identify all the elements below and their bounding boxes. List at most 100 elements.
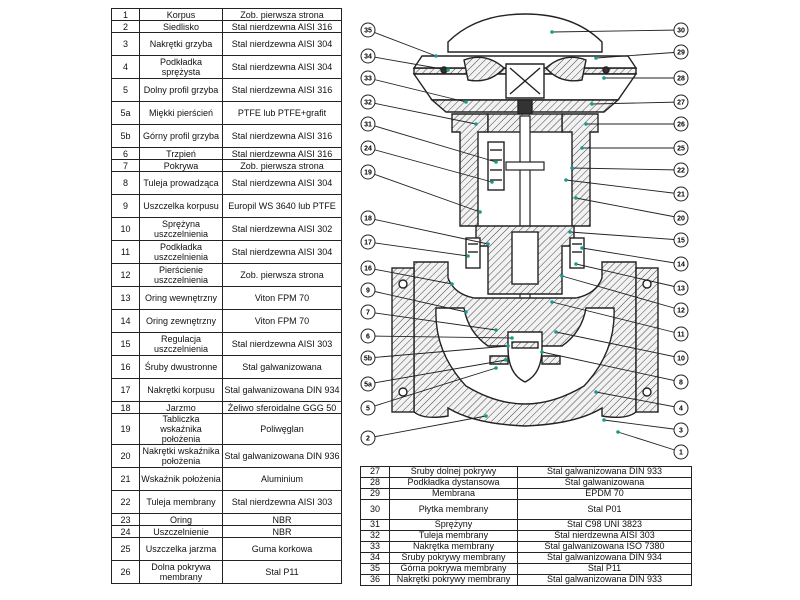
part-number: 36: [360, 574, 390, 586]
callout-number: 18: [364, 216, 372, 223]
callout-number: 22: [677, 168, 685, 175]
part-number: 10: [111, 217, 140, 241]
callout-pointer: [494, 160, 498, 164]
part-name: Tuleja membrany: [139, 490, 223, 514]
part-material: Stal nierdzewna AISI 316: [222, 78, 342, 102]
part-number: 12: [111, 263, 140, 287]
part-name: Oring: [139, 513, 223, 526]
callout-pointer: [464, 100, 468, 104]
part-number: 2: [111, 20, 140, 33]
part-material: Stal galwanizowana: [517, 477, 692, 489]
part-number: 11: [111, 240, 140, 264]
callout-leader-line: [617, 431, 682, 453]
callout-pointer: [550, 300, 554, 304]
callout-pointer: [564, 178, 568, 182]
callout-circle: [360, 234, 376, 250]
callout-circle: [673, 140, 689, 156]
part-name: Górna pokrywa membrany: [389, 563, 518, 575]
part-material: Aluminium: [222, 467, 342, 491]
part-material: Stal P11: [222, 560, 342, 584]
callout-circle: [360, 116, 376, 132]
part-number: 5a: [111, 101, 140, 125]
callout-pointer: [446, 68, 450, 72]
part-name: Korpus: [139, 8, 223, 21]
callout-leader-line: [571, 167, 682, 171]
callout-circle: [360, 282, 376, 298]
callout-leader-line: [551, 29, 682, 33]
callout-circle: [673, 210, 689, 226]
part-material: Stal galwanizowana: [222, 355, 342, 379]
callout-number: 3: [679, 428, 683, 435]
part-material: Zob. pierwsza strona: [222, 159, 342, 172]
part-name: Uszczelka korpusu: [139, 194, 223, 218]
part-name: Membrana: [389, 488, 518, 500]
part-material: NBR: [222, 513, 342, 526]
part-number: 33: [360, 541, 390, 553]
part-number: 18: [111, 401, 140, 414]
callout-leader-line: [603, 419, 682, 431]
part-number: 16: [111, 355, 140, 379]
callout-circle: [360, 376, 376, 392]
callout-number: 5: [366, 406, 370, 413]
callout-circle: [673, 422, 689, 438]
part-material: Viton FPM 70: [222, 286, 342, 310]
callout-pointer: [478, 210, 482, 214]
part-name: Sprężyna uszczelnienia: [139, 217, 223, 241]
part-number: 15: [111, 332, 140, 356]
callout-leader-line: [367, 415, 487, 439]
callout-pointer: [434, 54, 438, 58]
callout-number: 7: [366, 310, 370, 317]
part-material: Stal nierdzewna AISI 303: [222, 490, 342, 514]
callout-number: 26: [677, 122, 685, 129]
part-number: 23: [111, 513, 140, 526]
valve-cross-section-drawing: 353433323124191817169765b5a5230292827262…: [360, 13, 689, 460]
part-name: Uszczelnienie: [139, 525, 223, 538]
part-number: 4: [111, 55, 140, 79]
callout-circle: [360, 164, 376, 180]
callout-number: 31: [364, 122, 372, 129]
part-name: Sprężyny: [389, 519, 518, 531]
callout-pointer: [568, 230, 572, 234]
callout-leader-line: [367, 171, 481, 213]
callout-circle: [673, 94, 689, 110]
callout-pointer: [594, 56, 598, 60]
part-number: 17: [111, 378, 140, 402]
callout-leader-line: [367, 101, 477, 125]
part-material: Europil WS 3640 lub PTFE: [222, 194, 342, 218]
part-name: Nakrętki wskaźnika położenia: [139, 444, 223, 468]
part-material: Stal nierdzewna AISI 304: [222, 171, 342, 195]
part-number: 13: [111, 286, 140, 310]
part-material: Guma korkowa: [222, 537, 342, 561]
part-material: Stal galwanizowana DIN 933: [517, 574, 692, 586]
callout-leader-line: [367, 335, 513, 339]
callout-labels: 353433323124191817169765b5a5230292827262…: [360, 22, 689, 460]
part-material: Stal galwanizowana ISO 7380: [517, 541, 692, 553]
callout-pointer: [464, 310, 468, 314]
part-number: 5b: [111, 124, 140, 148]
part-material: Zob. pierwsza strona: [222, 263, 342, 287]
callout-pointer: [616, 430, 620, 434]
part-number: 8: [111, 171, 140, 195]
callout-leader-line: [367, 367, 497, 409]
callout-circle: [360, 304, 376, 320]
callout-leader-line: [575, 263, 682, 289]
callout-circle: [360, 260, 376, 276]
callout-pointer: [466, 254, 470, 258]
part-name: Pokrywa: [139, 159, 223, 172]
part-number: 21: [111, 467, 140, 491]
callout-circle: [673, 116, 689, 132]
